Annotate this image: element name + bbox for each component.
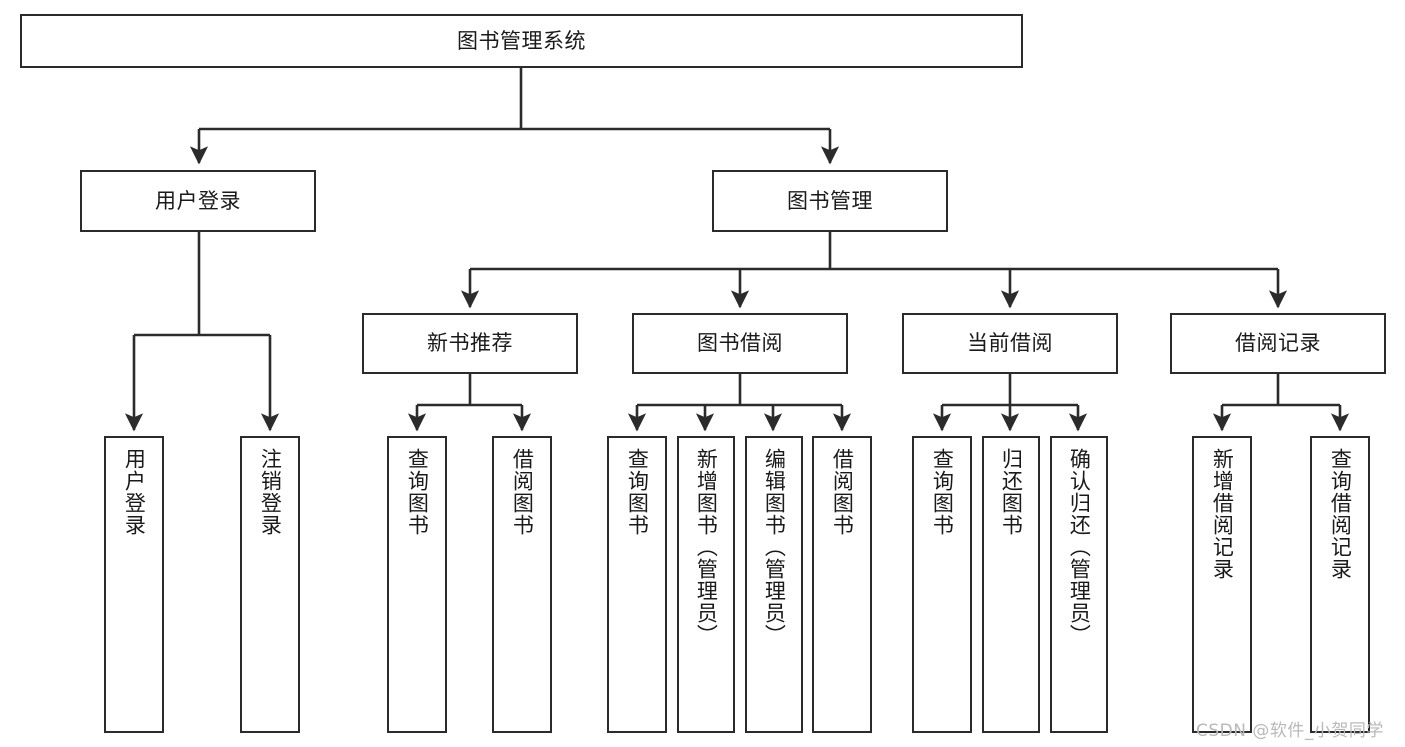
node-leaf-query-book-1-label: 查询图书	[405, 448, 430, 536]
node-current-borrow-label: 当前借阅	[967, 331, 1053, 356]
node-borrow-record-label: 借阅记录	[1235, 331, 1321, 356]
node-leaf-borrow-book-1[interactable]: 借阅图书	[492, 436, 552, 733]
csdn-watermark: CSDN @软件_小贺同学	[1196, 721, 1384, 741]
node-leaf-borrow-book-2-label: 借阅图书	[830, 448, 855, 536]
node-leaf-edit-book-label: 编辑图书（管理员）	[762, 448, 787, 646]
node-leaf-query-book-2[interactable]: 查询图书	[607, 436, 667, 733]
node-current-borrow[interactable]: 当前借阅	[902, 313, 1118, 374]
node-leaf-query-record-label: 查询借阅记录	[1328, 448, 1353, 580]
node-leaf-query-book-2-label: 查询图书	[625, 448, 650, 536]
node-new-book-rec-label: 新书推荐	[427, 331, 513, 356]
node-leaf-edit-book[interactable]: 编辑图书（管理员）	[745, 436, 803, 733]
node-leaf-borrow-book-1-label: 借阅图书	[510, 448, 535, 536]
node-leaf-add-book[interactable]: 新增图书（管理员）	[677, 436, 735, 733]
node-leaf-confirm-return-label: 确认归还（管理员）	[1067, 448, 1092, 646]
node-root[interactable]: 图书管理系统	[20, 14, 1023, 68]
node-book-borrow[interactable]: 图书借阅	[632, 313, 848, 374]
node-leaf-add-record[interactable]: 新增借阅记录	[1192, 436, 1252, 733]
node-leaf-logout-label: 注销登录	[258, 448, 283, 536]
node-leaf-return-book-label: 归还图书	[999, 448, 1024, 536]
node-user-login[interactable]: 用户登录	[80, 170, 316, 232]
node-leaf-confirm-return[interactable]: 确认归还（管理员）	[1050, 436, 1108, 733]
node-book-manage-label: 图书管理	[787, 188, 873, 213]
node-root-label: 图书管理系统	[457, 28, 586, 53]
node-leaf-borrow-book-2[interactable]: 借阅图书	[812, 436, 872, 733]
node-leaf-query-book-3-label: 查询图书	[930, 448, 955, 536]
node-leaf-query-book-1[interactable]: 查询图书	[387, 436, 447, 733]
node-user-login-label: 用户登录	[155, 188, 241, 213]
node-book-borrow-label: 图书借阅	[697, 331, 783, 356]
node-leaf-query-book-3[interactable]: 查询图书	[912, 436, 972, 733]
node-leaf-query-record[interactable]: 查询借阅记录	[1310, 436, 1370, 733]
node-leaf-add-book-label: 新增图书（管理员）	[694, 448, 719, 646]
node-leaf-add-record-label: 新增借阅记录	[1210, 448, 1235, 580]
node-leaf-user-login-label: 用户登录	[122, 448, 147, 536]
node-leaf-return-book[interactable]: 归还图书	[982, 436, 1040, 733]
node-leaf-user-login[interactable]: 用户登录	[104, 436, 164, 733]
node-new-book-rec[interactable]: 新书推荐	[362, 313, 578, 374]
node-book-manage[interactable]: 图书管理	[712, 170, 948, 232]
node-borrow-record[interactable]: 借阅记录	[1170, 313, 1386, 374]
node-leaf-logout[interactable]: 注销登录	[240, 436, 300, 733]
